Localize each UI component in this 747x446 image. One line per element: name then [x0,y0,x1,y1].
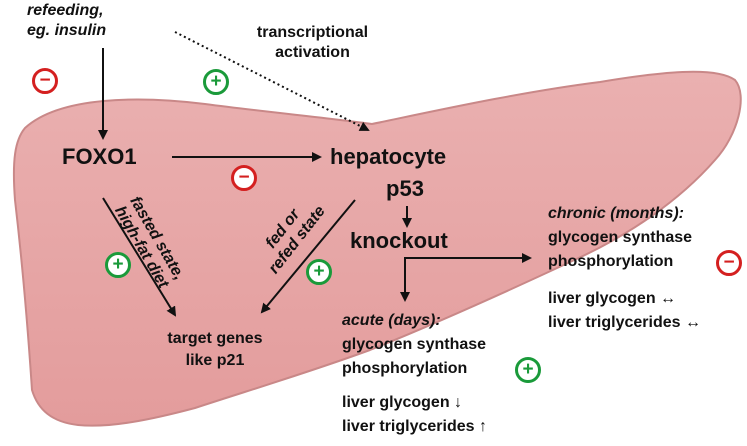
minus-badge-foxo1-hepatocyte: − [231,165,257,191]
minus-badge-chronic: − [716,250,742,276]
plus-badge-fasted: + [105,252,131,278]
arrow-knockout-to-acute [400,257,422,302]
acute-liver-glycogen: liver glycogen ↓ [342,394,463,411]
acute-gs-line1: glycogen synthase [342,336,487,353]
chronic-gs-line2: phosphorylation [548,253,674,270]
hepatocyte-node: hepatocyte [330,144,447,169]
activation-label: activation [275,44,350,61]
p53-node: p53 [386,176,424,201]
arrow-p53-to-target-genes [260,199,356,314]
chronic-gs-line1: glycogen synthase [548,229,693,246]
acute-title: acute (days): [342,312,441,329]
plus-badge-transcriptional: + [203,69,229,95]
target-genes-line1: target genes [167,330,263,347]
insulin-label: eg. insulin [27,22,107,39]
minus-badge-refeeding: − [32,68,58,94]
acute-gs-line2: phosphorylation [342,360,468,377]
chronic-liver-glycogen: liver glycogen ↔ [548,290,677,307]
arrow-insulin-to-hepatocyte [174,31,370,131]
plus-badge-acute: + [515,357,541,383]
transcriptional-label: transcriptional [256,24,369,41]
arrow-foxo1-to-target-genes [102,197,177,317]
knockout-node: knockout [350,228,448,253]
acute-liver-triglycerides: liver triglycerides ↑ [342,418,487,435]
refeeding-label: refeeding, [27,2,104,19]
foxo1-node: FOXO1 [62,144,137,169]
chronic-title: chronic (months): [548,205,684,222]
plus-badge-fed: + [306,259,332,285]
chronic-liver-triglycerides: liver triglycerides ↔ [548,314,701,331]
target-genes-line2: like p21 [185,352,245,369]
